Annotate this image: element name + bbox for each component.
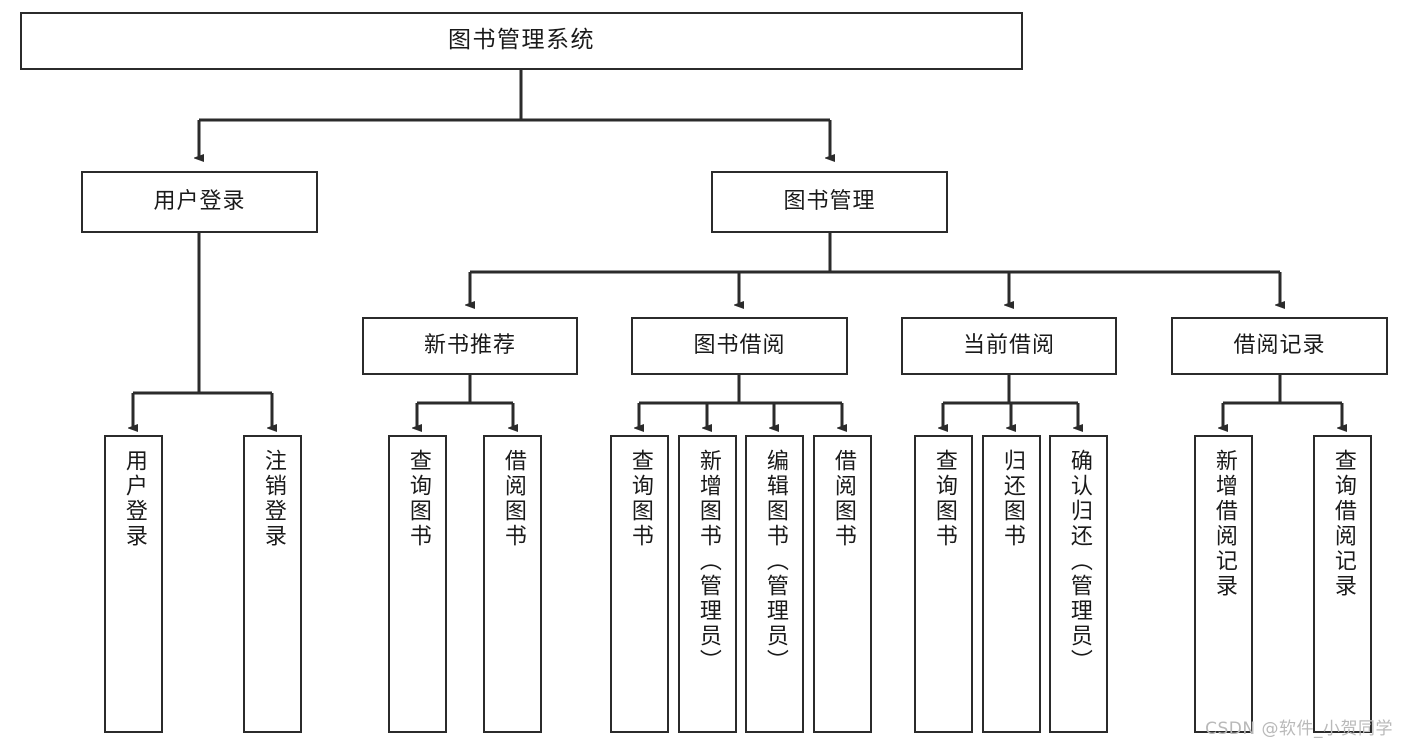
node-current-borrow[interactable]: 当前借阅	[901, 317, 1117, 375]
node-root-system[interactable]: 图书管理系统	[20, 12, 1023, 70]
node-label: 借阅图书	[830, 449, 856, 549]
node-book-borrow[interactable]: 图书借阅	[631, 317, 848, 375]
node-label: 确认归还（管理员）	[1066, 449, 1092, 674]
node-label: 用户登录	[153, 189, 246, 215]
node-label: 编辑图书（管理员）	[762, 449, 788, 674]
node-label: 归还图书	[999, 449, 1025, 549]
watermark-text: CSDN @软件_小贺同学	[1205, 719, 1393, 739]
node-label: 新增图书（管理员）	[695, 449, 721, 674]
node-label: 注销登录	[260, 449, 286, 549]
node-new-book-rec[interactable]: 新书推荐	[362, 317, 578, 375]
node-label: 查询图书	[627, 449, 653, 549]
node-label: 新书推荐	[423, 333, 516, 359]
node-leaf-add-record[interactable]: 新增借阅记录	[1194, 435, 1253, 733]
node-leaf-confirm-return[interactable]: 确认归还（管理员）	[1049, 435, 1108, 733]
node-leaf-query-book-1[interactable]: 查询图书	[388, 435, 447, 733]
node-label: 图书管理	[783, 189, 876, 215]
node-borrow-record[interactable]: 借阅记录	[1171, 317, 1388, 375]
node-user-login[interactable]: 用户登录	[81, 171, 318, 233]
node-leaf-return-book[interactable]: 归还图书	[982, 435, 1041, 733]
node-label: 查询图书	[405, 449, 431, 549]
node-label: 借阅图书	[500, 449, 526, 549]
node-leaf-borrow-book-1[interactable]: 借阅图书	[483, 435, 542, 733]
node-label: 图书借阅	[693, 333, 786, 359]
node-label: 用户登录	[121, 449, 147, 549]
node-leaf-user-login[interactable]: 用户登录	[104, 435, 163, 733]
node-leaf-user-logout[interactable]: 注销登录	[243, 435, 302, 733]
node-leaf-borrow-book-2[interactable]: 借阅图书	[813, 435, 872, 733]
node-label: 借阅记录	[1233, 333, 1326, 359]
node-leaf-query-record[interactable]: 查询借阅记录	[1313, 435, 1372, 733]
node-book-manage[interactable]: 图书管理	[711, 171, 948, 233]
node-leaf-query-book-2[interactable]: 查询图书	[610, 435, 669, 733]
node-label: 新增借阅记录	[1211, 449, 1237, 599]
node-label: 查询图书	[931, 449, 957, 549]
node-label: 当前借阅	[962, 333, 1055, 359]
node-label: 图书管理系统	[448, 27, 595, 54]
node-leaf-query-book-3[interactable]: 查询图书	[914, 435, 973, 733]
node-label: 查询借阅记录	[1330, 449, 1356, 599]
node-leaf-add-book[interactable]: 新增图书（管理员）	[678, 435, 737, 733]
node-leaf-edit-book[interactable]: 编辑图书（管理员）	[745, 435, 804, 733]
